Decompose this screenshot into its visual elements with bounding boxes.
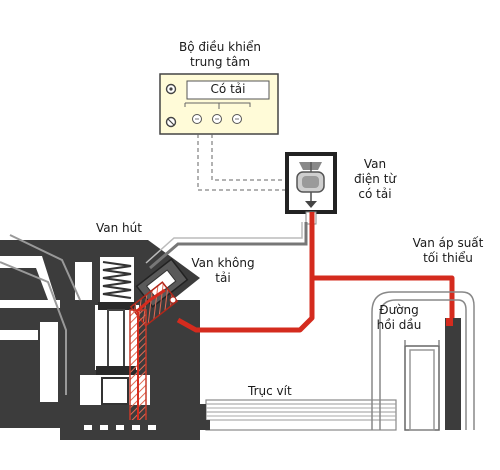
signal-wires <box>197 134 296 191</box>
screw-rotor <box>150 399 397 431</box>
solenoid-valve-label: Van điện từ có tải <box>345 157 405 202</box>
solenoid-label-line2: điện từ <box>353 172 397 186</box>
oil-line <box>176 275 455 333</box>
controller-display <box>186 80 270 100</box>
controller-title-line2: trung tâm <box>189 55 251 69</box>
pilot-line <box>149 222 308 270</box>
solenoid-label-line3: có tải <box>358 187 392 201</box>
unload-label-line1: Van không <box>191 256 255 270</box>
suction-spring-icon <box>102 261 132 299</box>
central-controller <box>159 73 279 135</box>
compressor-base <box>60 420 210 430</box>
oil-return-label: Đường hồi dầu <box>364 303 434 333</box>
oil-return-assembly <box>371 291 475 431</box>
unload-label-line2: tải <box>215 271 231 285</box>
min-pressure-valve-label: Van áp suất tối thiểu <box>400 236 496 266</box>
min-pressure-label-line1: Van áp suất <box>412 236 484 250</box>
oil-return-label-line2: hồi dầu <box>376 318 422 332</box>
min-pressure-valve <box>445 318 461 430</box>
oil-return-label-line1: Đường <box>379 303 419 317</box>
suction-valve-label: Van hút <box>96 221 142 235</box>
controller-display-text: Có tải <box>210 82 246 96</box>
screw-label: Trục vít <box>248 384 292 398</box>
controller-title: Bộ điều khiển trung tâm <box>155 40 285 70</box>
unload-valve-label: Van không tải <box>183 256 263 286</box>
solenoid-label-line1: Van <box>363 157 387 171</box>
controller-title-line1: Bộ điều khiển <box>178 40 262 54</box>
internal-oil-passage <box>129 288 166 429</box>
min-pressure-label-line2: tối thiểu <box>423 251 473 265</box>
